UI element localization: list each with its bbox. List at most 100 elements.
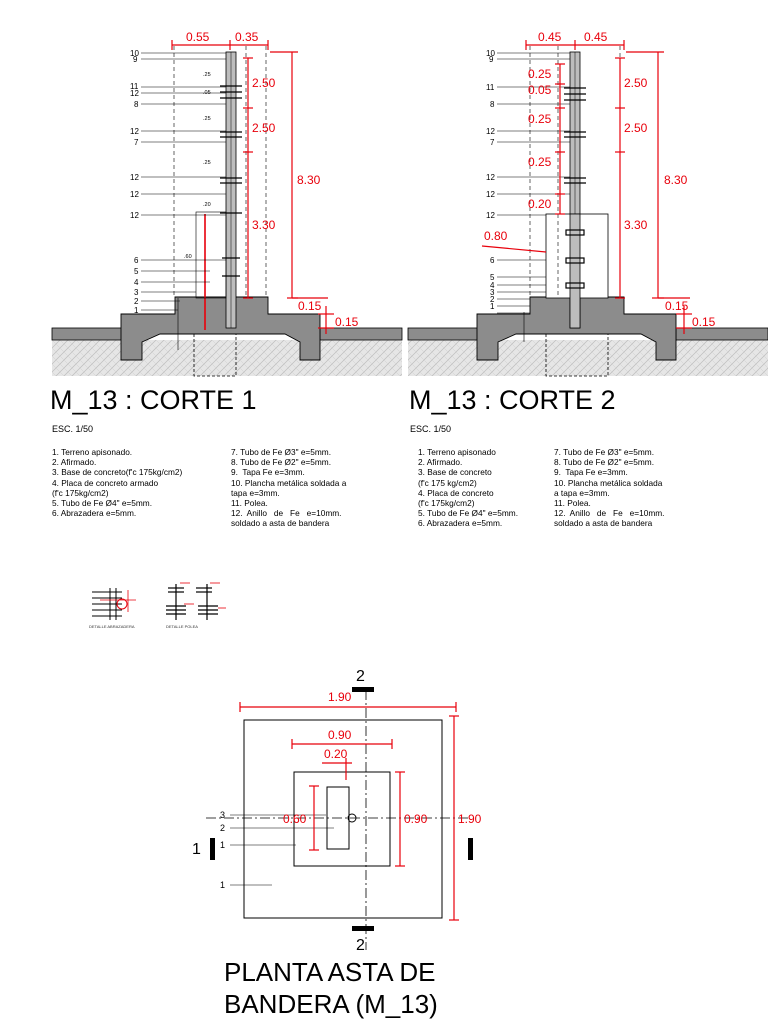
legend-item: (f'c 175kg/cm2) <box>418 498 475 509</box>
dim-top-1: 0.55 <box>186 30 210 44</box>
dim-right-2: 2.50 <box>624 121 648 135</box>
corte-1-title: M_13 : CORTE 1 <box>50 385 257 415</box>
tag: 12 <box>130 211 139 220</box>
dim-total: 8.30 <box>664 173 688 187</box>
section-label: 2 <box>356 668 365 685</box>
plan-title-line-1: PLANTA ASTA DE <box>224 957 436 987</box>
foundation <box>120 296 321 361</box>
small-dim: 0.25 <box>528 67 552 81</box>
small-dim: 0.20 <box>528 197 552 211</box>
tag: 12 <box>486 127 495 136</box>
tag: 11 <box>130 82 139 91</box>
small-dim: 0.25 <box>528 112 552 126</box>
legend-item: soldado a asta de bandera <box>554 518 653 529</box>
corte-1-scale: ESC. 1/50 <box>52 424 94 434</box>
legend-item: 5. Tubo de Fe Ø4" e=5mm. <box>418 508 519 519</box>
section-marker <box>210 838 215 860</box>
legend-item: 11. Polea. <box>554 498 591 509</box>
corte-2-legend-left: 1. Terreno apisonado 2. Afirmado. 3. Bas… <box>418 447 518 529</box>
tag: 3 <box>220 810 225 820</box>
legend-item: 7. Tubo de Fe Ø3" e=5mm. <box>554 447 655 457</box>
legend-item: 11. Polea. <box>231 498 268 509</box>
legend-item: tapa e=3mm. <box>231 487 280 498</box>
plan-title-line-2: BANDERA (M_13) <box>224 989 438 1019</box>
corte-2-drawing: 0.45 0.45 2.50 2.50 3.30 8.30 0.15 0.15 … <box>407 30 768 377</box>
tag: 5 <box>134 267 139 276</box>
tag: 1 <box>220 840 225 850</box>
detail-abrazadera <box>92 588 136 620</box>
small-dim: 0.25 <box>528 155 552 169</box>
dim-inner-height: 0.90 <box>404 812 428 826</box>
tag: 12 <box>486 173 495 182</box>
tag: 5 <box>490 273 495 282</box>
legend-item: 3. Base de concreto <box>418 467 492 478</box>
legend-item: 12. Anillo de Fe e=10mm. <box>554 508 665 519</box>
small-dim: .20 <box>203 202 211 208</box>
dim-base-2: 0.15 <box>335 315 359 329</box>
dim-base-1: 0.15 <box>298 299 322 313</box>
legend-item: 8. Tubo de Fe Ø2" e=5mm. <box>554 457 655 468</box>
tag: 10 <box>130 49 139 58</box>
small-dim: .25 <box>203 72 211 78</box>
section-marker <box>352 926 374 931</box>
dim-base-2: 0.15 <box>692 315 716 329</box>
corte-1-legend-left: 1. Terreno apisonado. 2. Afirmado. 3. Ba… <box>52 447 182 518</box>
tag: 12 <box>130 89 139 98</box>
dim-right-1: 2.50 <box>252 76 276 90</box>
legend-item: 10. Plancha metálica soldada a <box>231 477 347 488</box>
legend-item: a tapa e=3mm. <box>554 487 610 498</box>
legend-item: 9. Tapa Fe e=3mm. <box>554 467 628 478</box>
tag: 4 <box>490 281 495 290</box>
plan-title: PLANTA ASTA DE BANDERA (M_13) <box>224 956 438 1020</box>
tag: 12 <box>130 173 139 182</box>
tag: 9 <box>133 55 138 64</box>
tag: 7 <box>490 138 495 147</box>
small-dim: .25 <box>203 116 211 122</box>
legend-item: 1. Terreno apisonado. <box>52 447 133 457</box>
detail-polea-title: DETALLE POLEA <box>166 624 198 629</box>
tag: 11 <box>486 83 495 92</box>
soil-hatch <box>52 340 402 376</box>
tag: 12 <box>130 127 139 136</box>
dim-outer-height: 1.90 <box>458 812 482 826</box>
dim-right-2: 2.50 <box>252 121 276 135</box>
dim-top-2: 0.35 <box>235 30 259 44</box>
dim-inner-width: 0.90 <box>328 728 352 742</box>
legend-item: 10. Plancha metálica soldada <box>554 477 663 488</box>
legend-item: 3. Base de concreto(f'c 175kg/cm2) <box>52 467 183 478</box>
legend-item: 1. Terreno apisonado <box>418 447 496 457</box>
plan-outer-base <box>243 719 443 919</box>
legend-item: soldado a asta de bandera <box>231 518 330 529</box>
tag: 7 <box>134 138 139 147</box>
tag: 2 <box>134 297 139 306</box>
corte-1-drawing: 0.55 0.35 2.50 2.50 3.30 8.30 0.15 0.15 … <box>51 30 403 377</box>
tag: 10 <box>486 49 495 58</box>
legend-item: 2. Afirmado. <box>52 457 97 468</box>
small-dim: 0.80 <box>484 229 508 243</box>
dim-total: 8.30 <box>297 173 321 187</box>
legend-item: 6. Abrazadera e=5mm. <box>418 518 503 529</box>
dim-right-3: 3.30 <box>252 218 276 232</box>
tag: 2 <box>220 823 225 833</box>
dim-plate-height: 0.60 <box>283 812 307 826</box>
legend-item: 5. Tubo de Fe Ø4" e=5mm. <box>52 498 153 509</box>
legend-item: 12. Anillo de Fe e=10mm. <box>231 508 342 519</box>
tag: 2 <box>490 295 495 304</box>
legend-item: 2. Afirmado. <box>418 457 463 468</box>
tag: 6 <box>490 256 495 265</box>
dim-right-1: 2.50 <box>624 76 648 90</box>
dim-top-1: 0.45 <box>538 30 562 44</box>
section-label: 1 <box>192 841 201 858</box>
dim-top-2: 0.45 <box>584 30 608 44</box>
dim-outer-width: 1.90 <box>328 690 352 704</box>
tag: 1 <box>490 302 495 311</box>
corte-2-title: M_13 : CORTE 2 <box>409 385 616 415</box>
soil-hatch <box>408 340 768 376</box>
tag: 4 <box>134 278 139 287</box>
small-dim: .60 <box>184 254 192 260</box>
tag: 12 <box>130 190 139 199</box>
legend-item: 4. Placa de concreto <box>418 487 494 498</box>
section-marker <box>468 838 473 860</box>
plan-drawing: 1.90 0.90 0.20 1.90 0.90 0.60 2 2 1 3 2 … <box>192 668 482 954</box>
